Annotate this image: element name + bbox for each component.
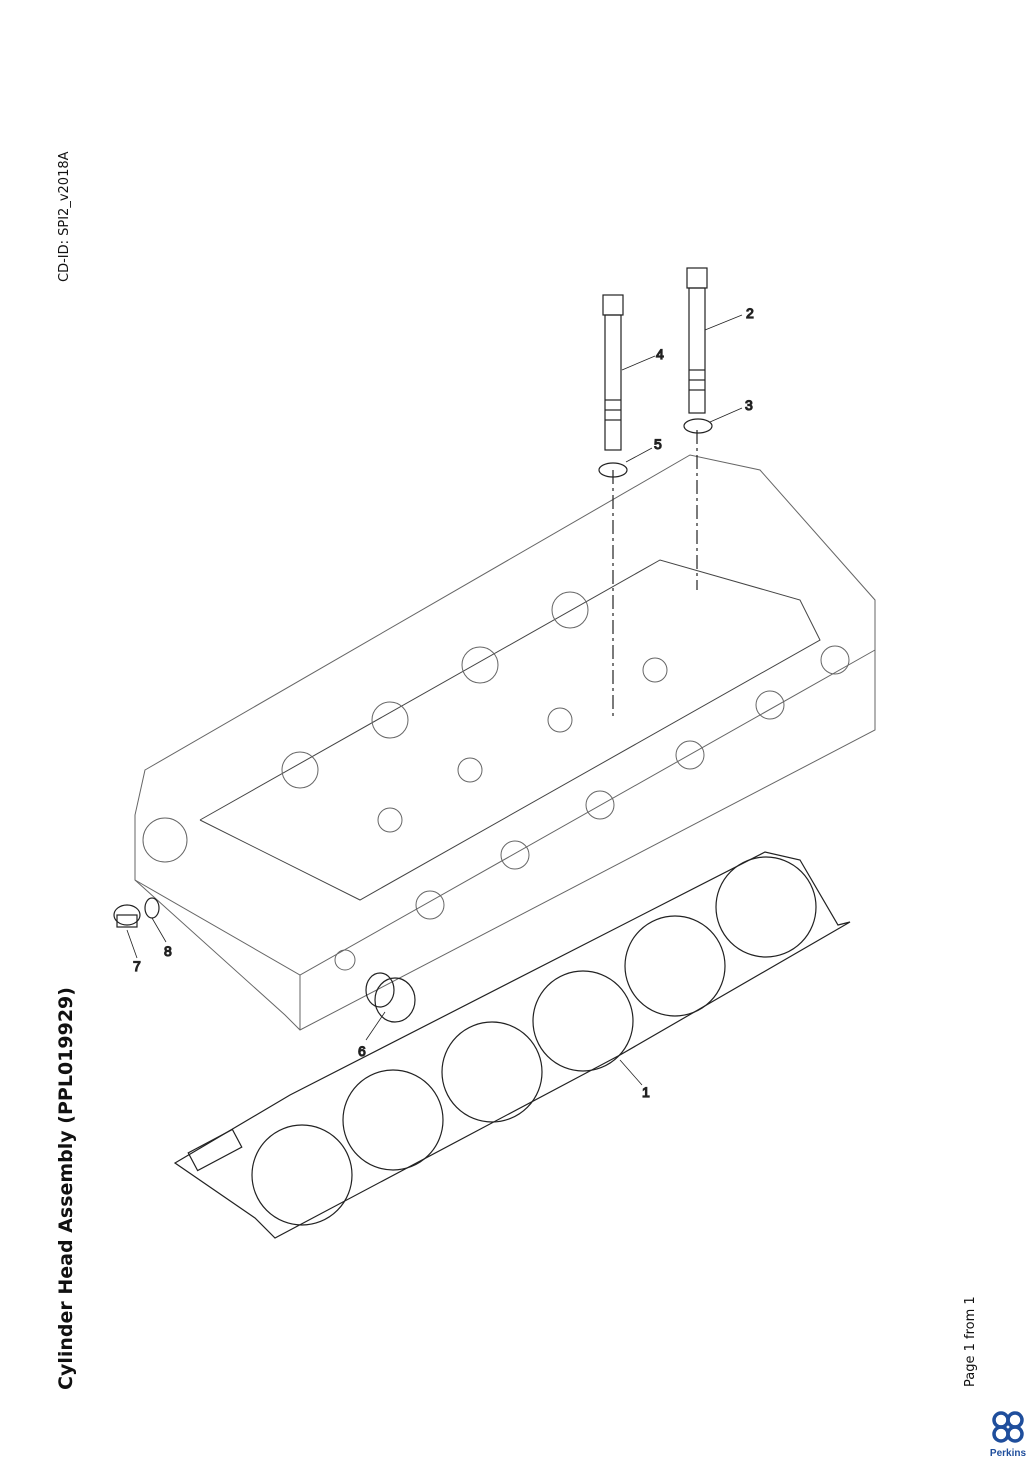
washer-5 (598, 462, 628, 478)
callout-5: 5 (654, 436, 662, 452)
washer-3 (683, 418, 713, 434)
callout-1: 1 (642, 1084, 650, 1100)
logo-text: Perkins (989, 1448, 1027, 1459)
perkins-logo: Perkins (986, 1410, 1030, 1459)
callout-2: 2 (746, 305, 754, 321)
callout-7: 7 (133, 958, 141, 974)
head-gasket-1 (173, 851, 851, 1239)
perkins-emblem-icon (992, 1411, 1024, 1443)
callout-4: 4 (656, 346, 664, 362)
plug-7 (113, 904, 141, 928)
bolt-4 (602, 294, 624, 451)
bolt-2 (686, 267, 708, 414)
o-ring-8 (144, 897, 160, 919)
callout-8: 8 (164, 943, 172, 959)
callout-3: 3 (745, 397, 753, 413)
callout-6: 6 (358, 1043, 366, 1059)
sleeve-6 (365, 972, 416, 1023)
cylinder-head (134, 454, 876, 1031)
